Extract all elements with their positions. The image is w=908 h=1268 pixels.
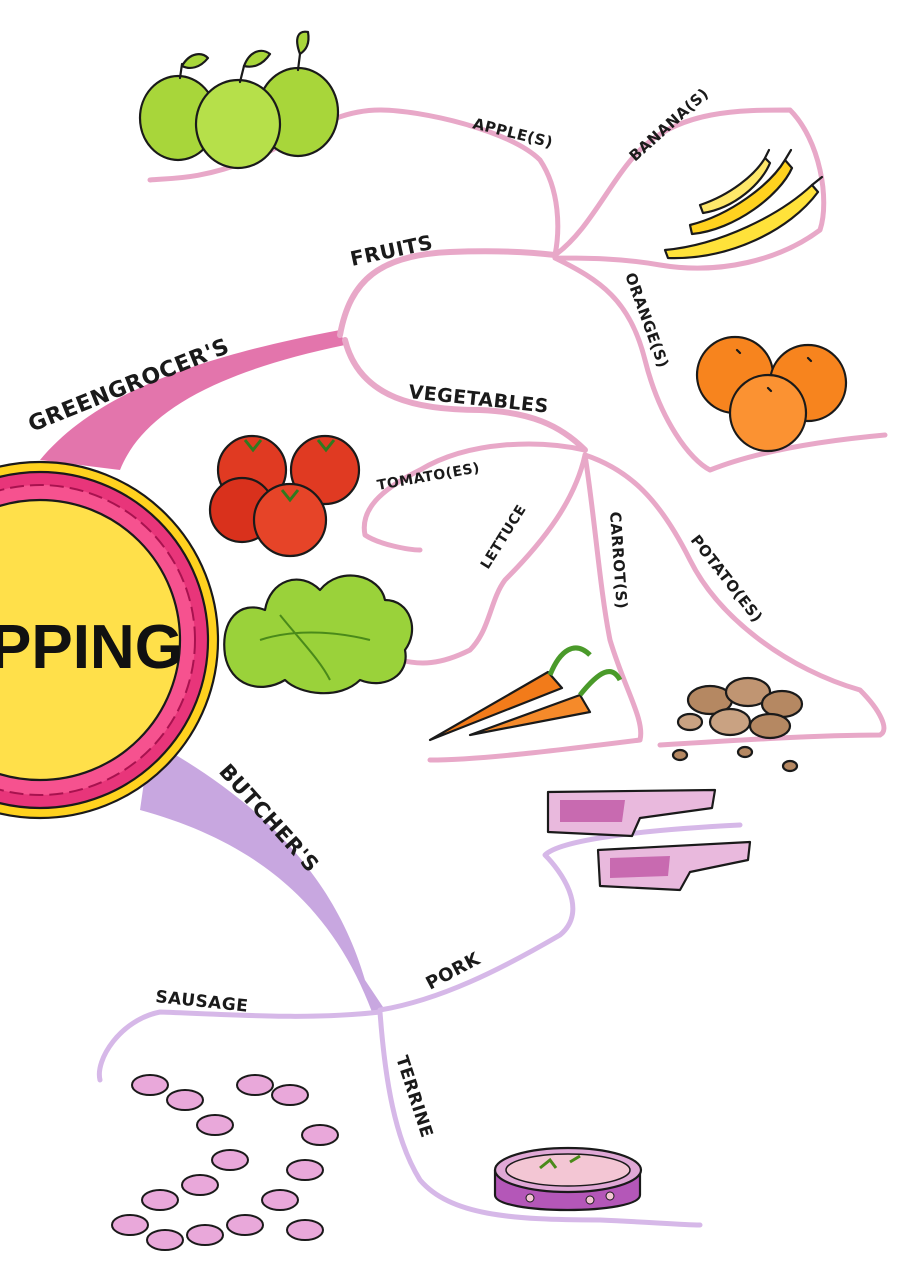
terrine-illustration (495, 1148, 641, 1210)
sausage-line (99, 1012, 380, 1080)
carrot-label: CARROT(S) (606, 511, 631, 610)
carrots-illustration (430, 648, 620, 740)
tomatoes-illustration (210, 436, 359, 556)
butchers-branch (140, 740, 385, 1012)
potatoes-illustration (673, 678, 802, 771)
lettuce-illustration (224, 576, 412, 694)
oranges-illustration (697, 337, 846, 451)
apple-label: APPLE(S) (471, 114, 555, 151)
central-label: PPING (0, 613, 183, 682)
banana-line (555, 110, 824, 268)
banana-label: BANANA(S) (626, 84, 713, 165)
apples-illustration (140, 32, 338, 168)
sausages-illustration (112, 1075, 338, 1250)
